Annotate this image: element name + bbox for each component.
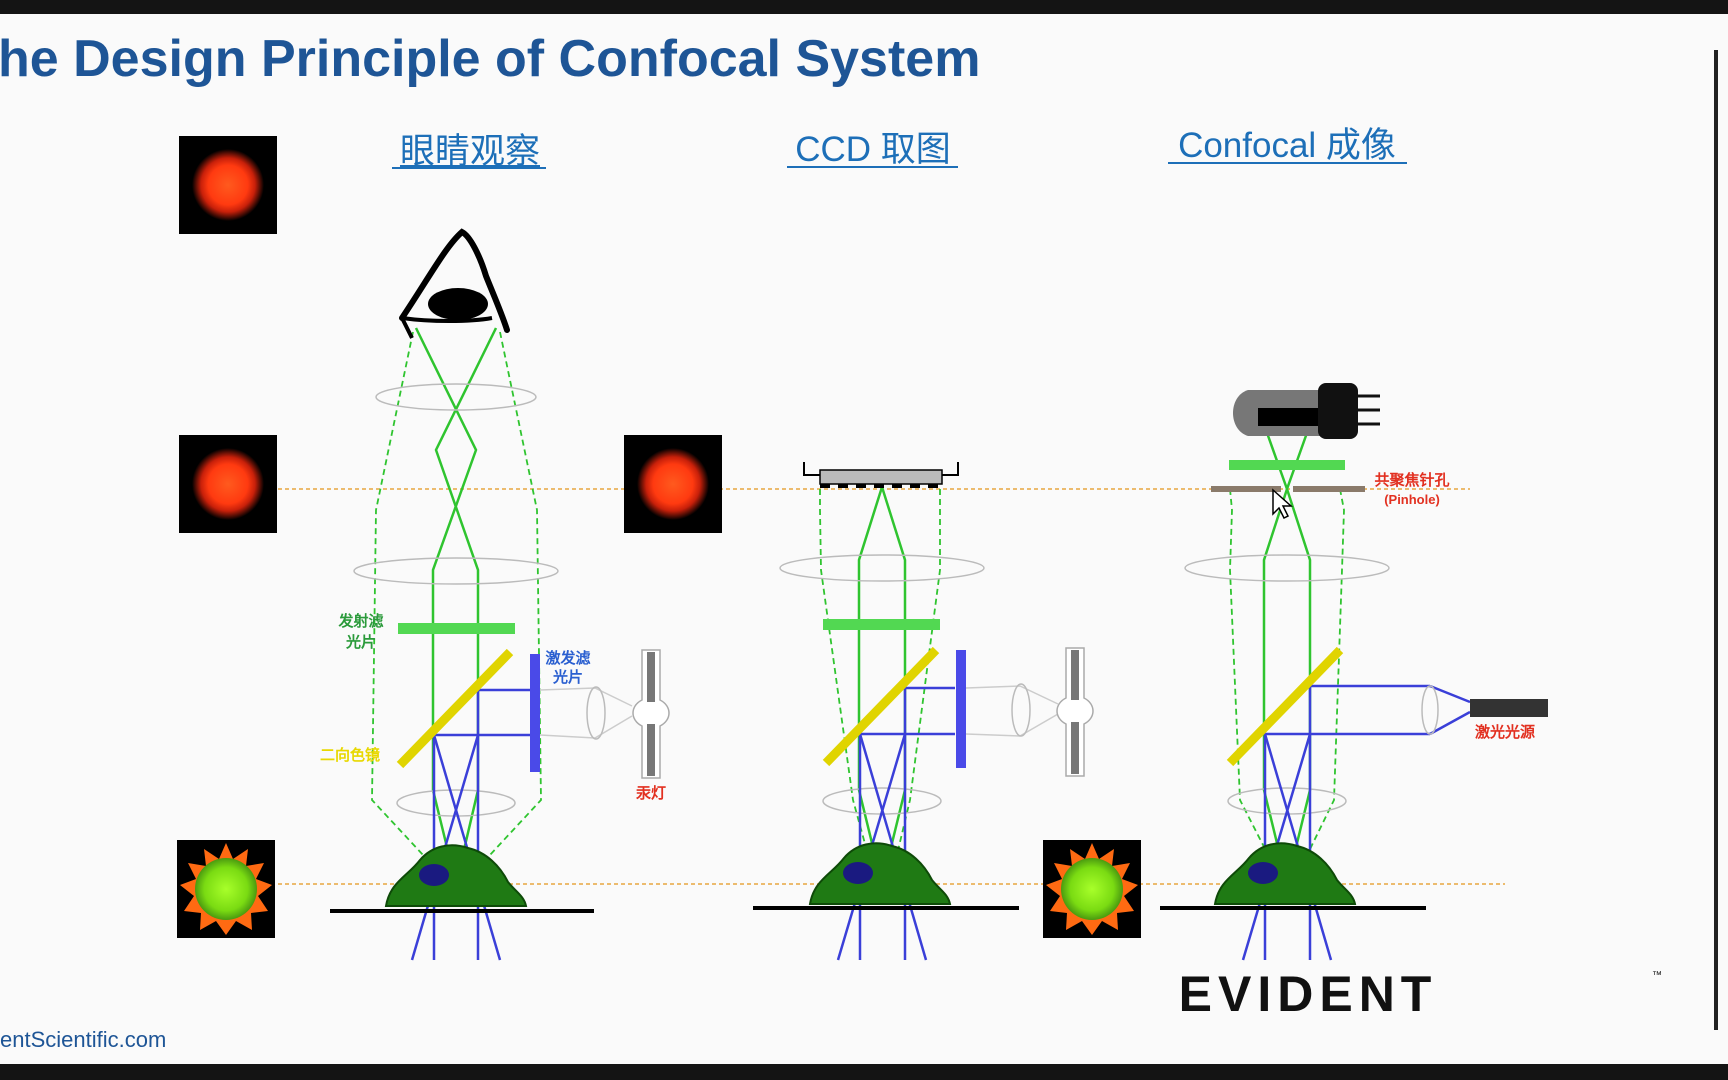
sample-thumbnail-left (177, 840, 275, 938)
slide-title: he Design Principle of Confocal System (0, 30, 980, 88)
image-thumbnail-ccd (624, 435, 722, 533)
objective-lens (396, 789, 516, 817)
label-excitation-filter-2: 光片 (552, 668, 583, 686)
heading-ccd-capture: CCD 取图 (795, 130, 951, 169)
emission-filter (398, 623, 515, 634)
image-thumbnail-top (179, 136, 277, 234)
evident-logo: EVIDENT ™ (1179, 966, 1662, 1022)
label-emission-filter-2: 光片 (345, 633, 376, 651)
label-excitation-filter: 激发滤 (545, 649, 590, 667)
mercury-lamp (632, 649, 670, 779)
eyepiece-lens (375, 383, 537, 411)
label-pinhole-cn: 共聚焦针孔 (1374, 471, 1449, 489)
confocal-column-diagram (1160, 383, 1548, 961)
label-pinhole-en: (Pinhole) (1384, 492, 1440, 507)
sample-thumbnail-right (1043, 840, 1141, 938)
excitation-filter-ccd (956, 650, 966, 768)
dichroic-mirror-confocal (1226, 646, 1344, 767)
label-mercury-lamp: 汞灯 (636, 785, 666, 802)
dichroic-mirror-ccd (822, 646, 940, 767)
mercury-lamp-ccd (1056, 647, 1094, 777)
mouse-cursor-icon (1272, 488, 1293, 520)
dichroic-mirror (396, 648, 514, 769)
eye-column-diagram (330, 228, 670, 961)
label-laser-source: 激光光源 (1475, 723, 1535, 741)
tube-lens (353, 557, 559, 585)
label-emission-filter: 发射滤 (337, 612, 383, 630)
right-edge-bar (1714, 50, 1718, 1030)
emission-filter-confocal-top (1229, 460, 1345, 470)
image-thumbnail-eye (179, 435, 277, 533)
heading-confocal-imaging: Confocal 成像 (1178, 126, 1396, 165)
ccd-column-diagram (753, 462, 1094, 961)
emission-filter-ccd (823, 619, 940, 630)
laser-source-icon (1470, 699, 1548, 717)
ccd-sensor (803, 462, 959, 488)
pinhole (1211, 486, 1365, 492)
heading-eye-observation: 眼睛观察 (400, 132, 540, 171)
pmt-detector-icon (1233, 383, 1380, 439)
eye-icon (399, 228, 510, 339)
svg-text:™: ™ (1652, 970, 1662, 981)
label-dichroic-mirror: 二向色镜 (320, 746, 380, 764)
stage (330, 909, 594, 913)
svg-text:EVIDENT: EVIDENT (1179, 966, 1438, 1022)
footer-url: entScientific.com (0, 1027, 166, 1052)
excitation-filter (530, 654, 540, 772)
